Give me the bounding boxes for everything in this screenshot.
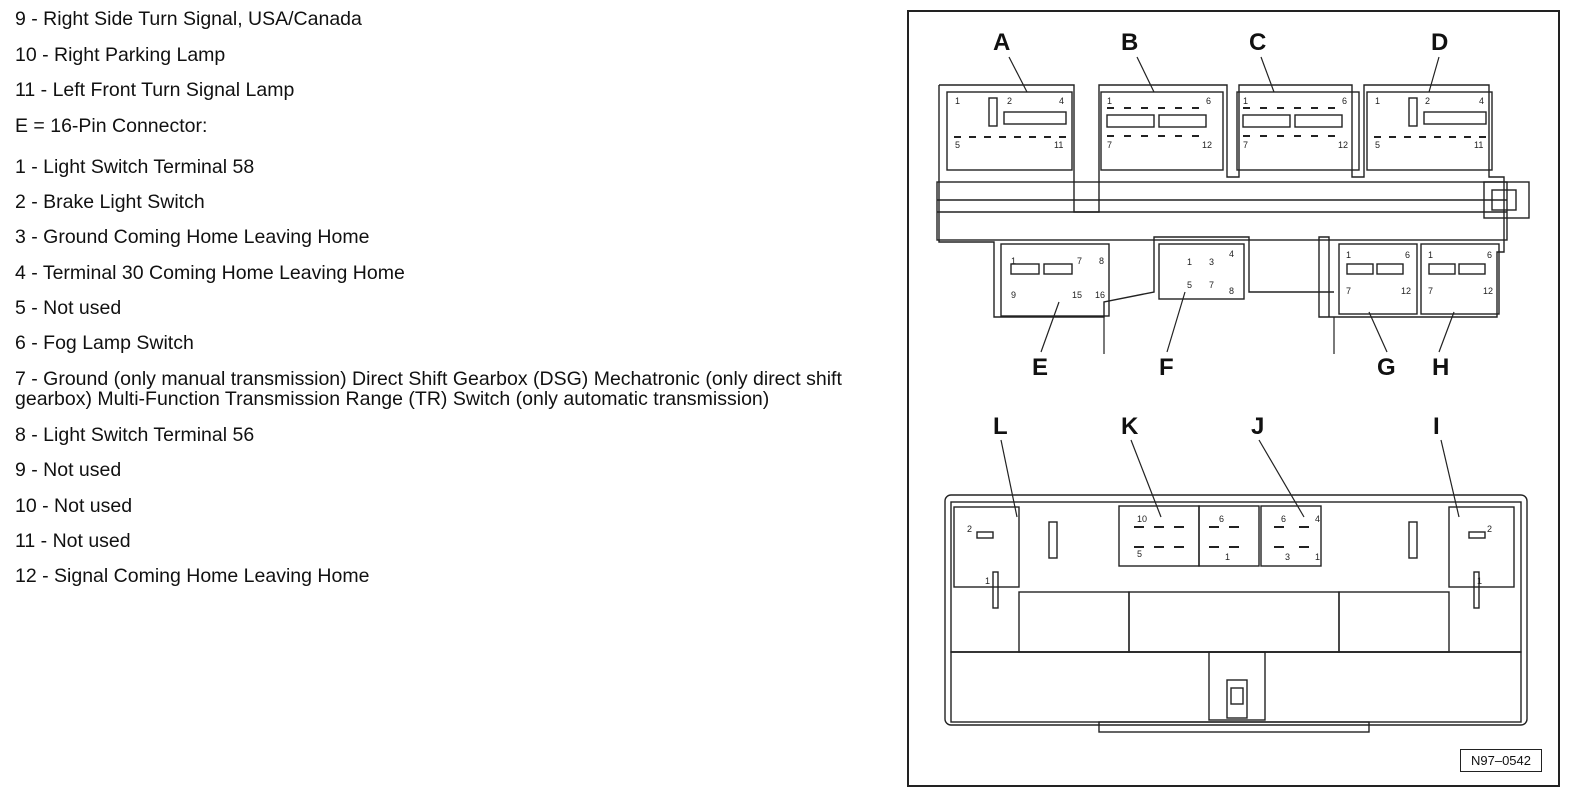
figure-code: N97–0542 xyxy=(1460,749,1542,772)
svg-text:1: 1 xyxy=(985,576,990,586)
svg-text:1: 1 xyxy=(1243,96,1248,106)
svg-text:11: 11 xyxy=(1054,140,1063,150)
harness-band xyxy=(936,181,1508,241)
svg-text:2: 2 xyxy=(1425,96,1430,106)
svg-text:6: 6 xyxy=(1405,250,1410,260)
list-item: 3 - Ground Coming Home Leaving Home xyxy=(15,226,370,248)
list-item: 9 - Not used xyxy=(15,459,122,481)
svg-text:16: 16 xyxy=(1095,290,1105,300)
label-k: K xyxy=(1121,413,1139,440)
svg-text:1: 1 xyxy=(1346,250,1351,260)
svg-text:1: 1 xyxy=(955,96,960,106)
svg-text:10: 10 xyxy=(1137,514,1147,524)
svg-text:6: 6 xyxy=(1281,514,1286,524)
svg-text:5: 5 xyxy=(1137,549,1142,559)
svg-text:2: 2 xyxy=(1007,96,1012,106)
connector-heading: E = 16-Pin Connector: xyxy=(15,115,208,137)
connector-e: 1 7 8 9 15 16 xyxy=(1000,243,1110,317)
label-l: L xyxy=(993,413,1008,440)
list-item: 6 - Fog Lamp Switch xyxy=(15,332,194,354)
svg-text:2: 2 xyxy=(1487,524,1492,534)
list-item: 5 - Not used xyxy=(15,297,122,319)
list-item: 8 - Light Switch Terminal 56 xyxy=(15,424,255,446)
svg-text:8: 8 xyxy=(1229,286,1234,296)
svg-text:9: 9 xyxy=(1011,290,1016,300)
svg-text:2: 2 xyxy=(967,524,972,534)
svg-text:7: 7 xyxy=(1077,256,1082,266)
label-i: I xyxy=(1433,413,1440,440)
svg-text:12: 12 xyxy=(1202,140,1212,150)
label-e: E xyxy=(1032,354,1048,381)
svg-text:7: 7 xyxy=(1107,140,1112,150)
label-c: C xyxy=(1249,29,1266,56)
connector-a: 1 2 4 5 11 xyxy=(946,91,1073,171)
side-plug xyxy=(1483,181,1530,219)
svg-text:1: 1 xyxy=(1428,250,1433,260)
label-h: H xyxy=(1432,354,1449,381)
svg-text:7: 7 xyxy=(1428,286,1433,296)
svg-text:1: 1 xyxy=(1011,256,1016,266)
connector-c: 1 6 7 12 xyxy=(1236,91,1360,171)
svg-text:1: 1 xyxy=(1315,552,1320,562)
label-j: J xyxy=(1251,413,1264,440)
svg-text:6: 6 xyxy=(1206,96,1211,106)
connector-d: 1 2 4 5 11 xyxy=(1366,91,1493,171)
svg-text:15: 15 xyxy=(1072,290,1082,300)
connector-diagram: 1 2 4 5 11 1 6 7 12 1 6 7 12 xyxy=(907,10,1560,787)
svg-text:4: 4 xyxy=(1479,96,1484,106)
connector-f: 1 3 4 5 7 8 xyxy=(1158,243,1245,300)
svg-text:4: 4 xyxy=(1059,96,1064,106)
svg-text:7: 7 xyxy=(1243,140,1248,150)
svg-text:5: 5 xyxy=(1187,280,1192,290)
connector-h: 1 6 7 12 xyxy=(1420,243,1500,315)
svg-text:1: 1 xyxy=(1225,552,1230,562)
svg-text:3: 3 xyxy=(1285,552,1290,562)
upper-housing-outline xyxy=(938,84,1505,318)
svg-text:5: 5 xyxy=(1375,140,1380,150)
connector-l xyxy=(953,506,1020,588)
list-item: 4 - Terminal 30 Coming Home Leaving Home xyxy=(15,262,405,284)
list-item: 12 - Signal Coming Home Leaving Home xyxy=(15,565,370,587)
svg-text:6: 6 xyxy=(1487,250,1492,260)
list-item: 9 - Right Side Turn Signal, USA/Canada xyxy=(15,8,362,30)
svg-text:12: 12 xyxy=(1483,286,1493,296)
connector-b: 1 6 7 12 xyxy=(1100,91,1224,171)
label-g: G xyxy=(1377,354,1396,381)
connector-k-right xyxy=(1198,505,1260,567)
list-item: 11 - Not used xyxy=(15,530,131,552)
svg-text:8: 8 xyxy=(1099,256,1104,266)
connector-i xyxy=(1448,506,1515,588)
label-d: D xyxy=(1431,29,1448,56)
svg-text:1: 1 xyxy=(1375,96,1380,106)
connector-g: 1 6 7 12 xyxy=(1338,243,1418,315)
svg-text:12: 12 xyxy=(1401,286,1411,296)
connector-j xyxy=(1260,505,1322,567)
label-a: A xyxy=(993,29,1010,56)
svg-text:11: 11 xyxy=(1474,140,1483,150)
svg-text:1: 1 xyxy=(1187,257,1192,267)
label-f: F xyxy=(1159,354,1174,381)
svg-text:5: 5 xyxy=(955,140,960,150)
list-item: 10 - Right Parking Lamp xyxy=(15,44,226,66)
svg-text:7: 7 xyxy=(1346,286,1351,296)
svg-text:4: 4 xyxy=(1229,249,1234,259)
svg-text:12: 12 xyxy=(1338,140,1348,150)
svg-text:6: 6 xyxy=(1342,96,1347,106)
connector-diagram-drawing: 1 2 4 5 11 1 6 7 12 1 6 7 12 xyxy=(936,29,1530,733)
lower-housing: 10 5 6 1 6 4 3 1 2 1 2 1 xyxy=(944,494,1528,733)
list-item: 10 - Not used xyxy=(15,495,133,517)
list-item: 7 - Ground (only manual transmission) Di… xyxy=(15,368,842,410)
list-item: 1 - Light Switch Terminal 58 xyxy=(15,156,255,178)
list-item: 11 - Left Front Turn Signal Lamp xyxy=(15,79,295,101)
label-b: B xyxy=(1121,29,1138,56)
connector-k xyxy=(1118,505,1200,567)
svg-text:3: 3 xyxy=(1209,257,1214,267)
svg-text:1: 1 xyxy=(1107,96,1112,106)
svg-text:4: 4 xyxy=(1315,514,1320,524)
svg-text:6: 6 xyxy=(1219,514,1224,524)
list-item: 2 - Brake Light Switch xyxy=(15,191,205,213)
svg-text:7: 7 xyxy=(1209,280,1214,290)
